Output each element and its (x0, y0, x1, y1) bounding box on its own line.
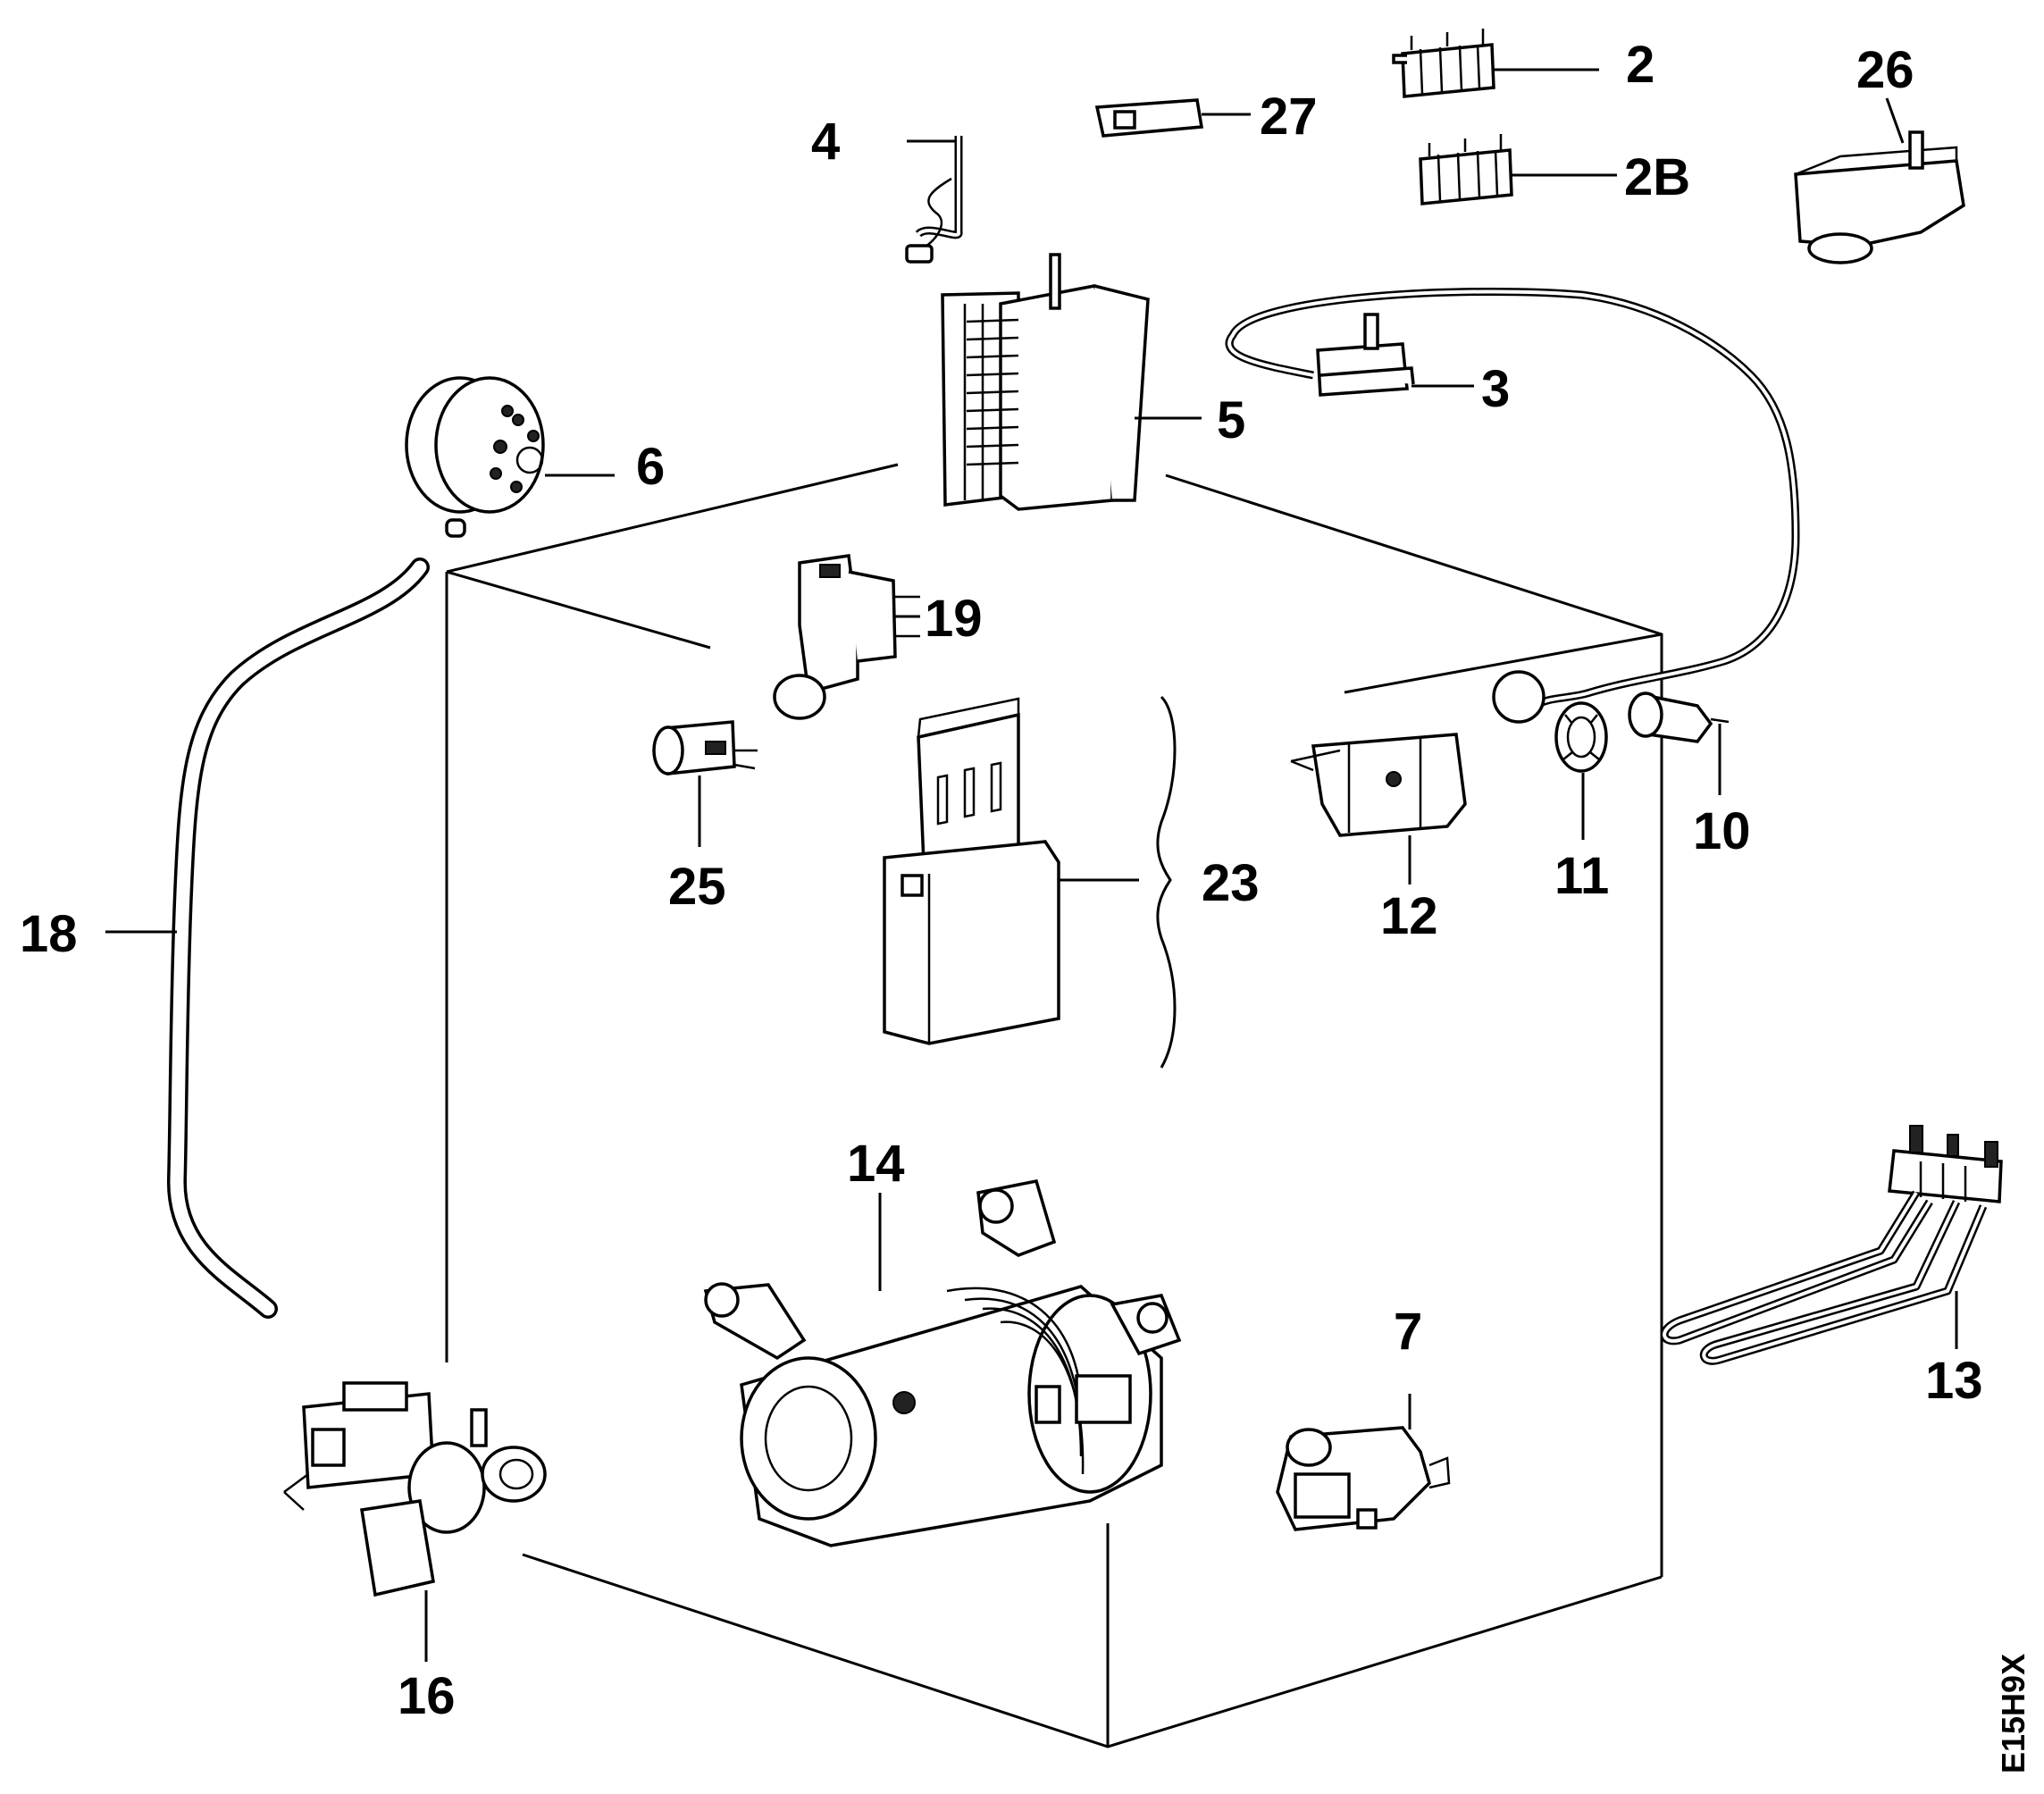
callout-11: 11 (1554, 847, 1609, 905)
callout-19: 19 (925, 590, 983, 648)
part-3-thermostat (1225, 287, 1800, 724)
drawing-code: E15H9X (1995, 1654, 2031, 1773)
callout-4: 4 (811, 113, 840, 171)
cabinet-outline (445, 463, 1663, 1748)
callout-23: 23 (1202, 854, 1260, 912)
callout-10: 10 (1693, 802, 1751, 860)
callout-16: 16 (398, 1667, 456, 1725)
part-19-door-lock (773, 554, 920, 720)
part-27-switch (1094, 98, 1251, 138)
part-12-pressure-switch (1290, 733, 1467, 884)
callout-14: 14 (847, 1135, 905, 1193)
part-11-ring (1554, 701, 1608, 840)
part-5-programmer (941, 253, 1202, 511)
part-23-module (883, 695, 1177, 1069)
callout-13: 13 (1925, 1352, 1983, 1410)
callout-6: 6 (636, 438, 665, 496)
callout-18: 18 (20, 905, 78, 963)
callout-2b: 2B (1624, 148, 1690, 206)
callout-26: 26 (1856, 41, 1914, 99)
callout-5: 5 (1217, 391, 1245, 449)
part-6-motor (405, 376, 615, 538)
part-4-sensor (905, 136, 963, 264)
part-2b-terminal-strip (1419, 134, 1617, 205)
part-26-timer-motor (1794, 97, 1965, 264)
part-25-capacitor (652, 720, 758, 847)
part-18-hose (105, 557, 430, 1319)
part-10-sensor (1628, 692, 1730, 795)
callout-25: 25 (668, 858, 726, 916)
callout-3: 3 (1481, 360, 1510, 418)
part-13-heater (1660, 1125, 2003, 1365)
callout-12: 12 (1380, 887, 1438, 945)
part-2-terminal-strip (1392, 29, 1599, 98)
part-16-drain-pump (283, 1381, 547, 1662)
part-14-motor (703, 1178, 1182, 1547)
callout-2: 2 (1626, 36, 1654, 94)
callout-27: 27 (1260, 88, 1318, 146)
part-7-inlet-valve (1276, 1394, 1451, 1531)
callout-7: 7 (1394, 1303, 1422, 1361)
